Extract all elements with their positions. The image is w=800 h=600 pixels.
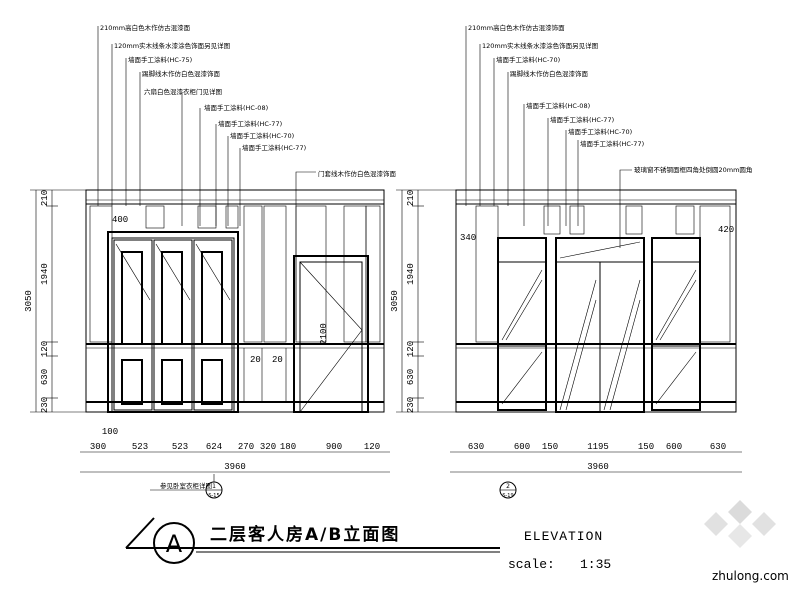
title-block xyxy=(125,517,500,564)
left-inner-label-100: 100 xyxy=(102,427,118,437)
right-height-dim-0: 210 xyxy=(406,190,416,206)
right-window-left xyxy=(497,237,547,411)
left-width-dim-5: 320 xyxy=(260,442,276,452)
right-width-dim-5: 600 xyxy=(666,442,682,452)
scale-label: scale: xyxy=(508,557,555,572)
left-total-width: 3960 xyxy=(224,462,246,472)
right-callout-6: 墙面手工涂料(HC-70) xyxy=(568,127,632,136)
left-width-dim-1: 523 xyxy=(132,442,148,452)
right-height-dim-2: 120 xyxy=(406,341,416,357)
right-elevation xyxy=(455,189,737,413)
right-height-dimensions xyxy=(396,189,456,413)
left-width-dim-0: 300 xyxy=(90,442,106,452)
right-width-dim-4: 150 xyxy=(638,442,654,452)
right-crown-molding xyxy=(455,189,737,205)
left-height-dim-4: 230 xyxy=(40,397,50,413)
right-section-marker xyxy=(499,481,517,499)
right-callout-5: 墙面手工涂料(HC-77) xyxy=(550,115,614,124)
left-section-sheet: S-15 xyxy=(208,493,219,499)
left-callout-9: 门套线木作仿白色混漆饰面 xyxy=(318,169,397,178)
left-callout-1: 120mm实木线条水漆涂色饰面另见详图 xyxy=(114,41,230,50)
left-height-dimensions xyxy=(30,189,86,413)
title-marker-circle xyxy=(153,522,195,564)
title-marker-letter: A xyxy=(166,530,183,558)
left-callout-2: 墙面手工涂料(HC-75) xyxy=(128,55,192,64)
left-width-dim-7: 900 xyxy=(326,442,342,452)
right-width-dim-2: 150 xyxy=(542,442,558,452)
left-door-height: 2100 xyxy=(319,323,329,345)
drawing-subtitle: ELEVATION xyxy=(524,529,603,544)
left-height-dim-1: 1940 xyxy=(40,263,50,285)
left-inner-label-400: 400 xyxy=(112,215,128,225)
left-section-num: 1 xyxy=(212,483,216,490)
left-height-dim-2: 120 xyxy=(40,341,50,357)
right-height-dim-3: 630 xyxy=(406,369,416,385)
left-elevation xyxy=(85,189,385,413)
left-reference-note: 参见卧室衣柜详图 xyxy=(160,481,212,490)
left-width-dim-6: 180 xyxy=(280,442,296,452)
left-section-marker xyxy=(150,474,223,499)
left-callout-3: 踢脚线木作仿白色混漆饰面 xyxy=(142,69,221,78)
right-width-dim-6: 630 xyxy=(710,442,726,452)
left-crown-molding xyxy=(85,189,385,205)
scale-value: 1:35 xyxy=(580,557,611,572)
left-callout-5: 墙面手工涂料(HC-08) xyxy=(204,103,268,112)
right-callout-4: 墙面手工涂料(HC-08) xyxy=(526,101,590,110)
right-callout-1: 120mm实木线条水漆涂色饰面另见详图 xyxy=(482,41,598,50)
right-total-height: 3050 xyxy=(390,290,400,312)
left-inner-label-20a: 20 xyxy=(250,355,261,365)
right-callout-3: 踢脚线木作仿白色混漆饰面 xyxy=(510,69,589,78)
left-total-height: 3050 xyxy=(24,290,34,312)
left-callout-7: 墙面手工涂料(HC-70) xyxy=(230,131,294,140)
right-width-dim-0: 630 xyxy=(468,442,484,452)
right-window-right xyxy=(651,237,701,411)
right-callout-0: 210mm高白色木作仿古混漆饰面 xyxy=(468,23,565,32)
watermark-logo-icon xyxy=(704,500,776,548)
right-height-dim-1: 1940 xyxy=(406,263,416,285)
left-callout-0: 210mm高白色木作仿古混漆面 xyxy=(100,23,191,32)
left-entry-door xyxy=(293,255,369,413)
left-height-dim-0: 210 xyxy=(40,190,50,206)
left-callout-6: 墙面手工涂料(HC-77) xyxy=(218,119,282,128)
drawing-title: 二层客人房A/B立面图 xyxy=(210,524,400,545)
left-callout-4: 六扇白色混漆衣柜门见详图 xyxy=(144,87,222,96)
left-height-dim-3: 630 xyxy=(40,369,50,385)
left-width-dim-3: 624 xyxy=(206,442,222,452)
left-width-dim-4: 270 xyxy=(238,442,254,452)
watermark-text: zhulong.com xyxy=(712,569,789,583)
right-callout-2: 墙面手工涂料(HC-70) xyxy=(496,55,560,64)
left-width-dim-2: 523 xyxy=(172,442,188,452)
right-height-dim-4: 230 xyxy=(406,397,416,413)
left-width-dim-8: 120 xyxy=(364,442,380,452)
right-inner-label-340: 340 xyxy=(460,233,476,243)
right-width-dim-1: 600 xyxy=(514,442,530,452)
left-callout-8: 墙面手工涂料(HC-77) xyxy=(242,143,306,152)
right-total-width: 3960 xyxy=(587,462,609,472)
right-callout-8: 玻璃窗不锈钢面框四角处倒圆20mm圆角 xyxy=(634,165,752,174)
left-callout-leaders xyxy=(97,26,316,340)
right-section-sheet: S-19 xyxy=(502,493,513,499)
right-inner-label-420: 420 xyxy=(718,225,734,235)
right-width-dim-3: 1195 xyxy=(587,442,609,452)
right-section-num: 2 xyxy=(506,483,510,490)
wardrobe-unit xyxy=(107,231,239,413)
right-callout-7: 墙面手工涂料(HC-77) xyxy=(580,139,644,148)
right-glass-door xyxy=(555,237,645,413)
right-callout-leaders xyxy=(465,26,632,248)
left-wall-outline xyxy=(85,189,385,413)
left-inner-label-20b: 20 xyxy=(272,355,283,365)
